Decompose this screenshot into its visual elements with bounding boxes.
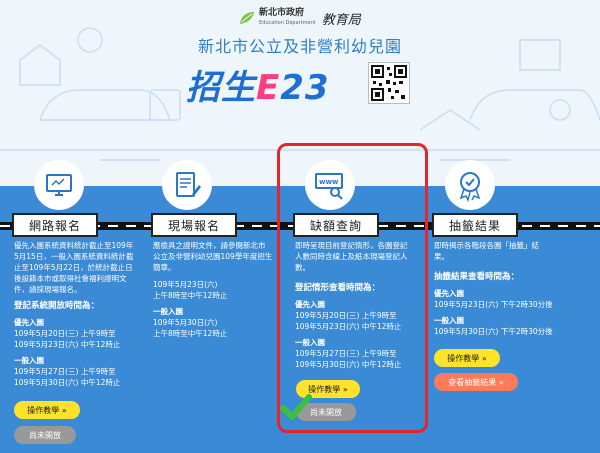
step-4-circle	[445, 160, 495, 210]
schedule-line: 109年5月23日(六) 中午12時止	[295, 322, 402, 331]
desc-line: 人數同時含線上及紙本現場登記人	[295, 252, 408, 261]
step-1-content: 優先入園系統資料統計截止至109年 5月15日，一般入園系統資料統計截 止至10…	[14, 240, 144, 388]
tutorial-button-lottery[interactable]: 操作教學 »	[434, 349, 500, 367]
step-3-content: 即時呈現目前登記情形，各園登記 人數同時含線上及紙本現場登記人 數。 登記情形查…	[295, 240, 423, 370]
decorative-line-art	[0, 27, 600, 161]
group-name: 優先入園	[434, 289, 464, 298]
schedule-line: 109年5月30日(六) 下午2時30分後	[434, 327, 553, 336]
schedule-line: 109年5月30日(六) 中午12時止	[14, 378, 121, 387]
desc-line: 應檢具之證明文件，請參閱新北市	[153, 241, 266, 250]
schedule-title: 抽籤結果查看時間為：	[434, 272, 520, 282]
desc-line: 即時揭示各階段各園「抽籤」結	[434, 241, 539, 250]
tab-lottery-result[interactable]: 抽籤結果	[432, 213, 518, 237]
checkmark-icon	[280, 394, 312, 420]
schedule-line: 109年5月23日(六)	[153, 280, 218, 289]
tutorial-button-online[interactable]: 操作教學 »	[14, 401, 80, 419]
tutorial-button-vacancy[interactable]: 操作教學 »	[296, 380, 360, 398]
bureau-name: 教育局	[321, 12, 361, 28]
schedule-line: 109年5月30日(六)	[153, 318, 218, 327]
page-subtitle: 新北市公立及非營利幼兒園	[197, 37, 402, 56]
header-area: 新北市政府 Education Department 教育局 新北市公立及非營利…	[0, 0, 600, 186]
step-3-circle: www	[305, 160, 355, 210]
desc-line: 後設籍本市或取得社會福利證明文	[14, 274, 127, 283]
desc-line: 件，請採現場報名。	[14, 285, 82, 294]
gov-name: 新北市政府 Education Department	[259, 8, 316, 26]
schedule-line: 109年5月20日(三) 上午9時至	[295, 311, 397, 320]
tab-online-registration[interactable]: 網路報名	[12, 213, 98, 237]
group-name: 優先入園	[14, 318, 44, 327]
group-name: 一般入園	[14, 356, 44, 365]
desc-line: 即時呈現目前登記情形，各園登記	[295, 241, 408, 250]
qr-code	[368, 62, 410, 104]
desc-line: 數。	[295, 263, 310, 272]
document-pen-icon	[176, 172, 201, 197]
schedule-line: 109年5月23日(六) 中午12時止	[14, 340, 121, 349]
schedule-line: 109年5月27日(三) 上午9時至	[295, 349, 397, 358]
schedule-line: 上午8時至中午12時止	[153, 329, 228, 338]
desc-line: 果。	[434, 252, 449, 261]
award-badge-icon	[459, 172, 481, 202]
group-name: 一般入園	[153, 307, 183, 316]
not-open-button-online[interactable]: 尚未開放	[14, 426, 76, 444]
schedule-title: 登記系統開放時間為：	[14, 301, 100, 311]
schedule-title: 登記情形查看時間為：	[295, 283, 381, 293]
desc-line: 簡章。	[153, 263, 176, 272]
view-lottery-result-button[interactable]: 查看抽籤結果 »	[434, 373, 518, 391]
tab-onsite-registration[interactable]: 現場報名	[151, 213, 237, 237]
schedule-line: 上午8時至中午12時止	[153, 291, 228, 300]
step-1-circle	[34, 160, 84, 210]
group-name: 優先入園	[295, 300, 325, 309]
highlight-box	[277, 143, 428, 433]
step-2-circle	[162, 160, 212, 210]
leaf-logo-icon	[240, 12, 254, 24]
svg-text:www: www	[319, 178, 339, 186]
step-2-content: 應檢具之證明文件，請參閱新北市 公立及非營利幼兒園109學年度招生 簡章。 10…	[153, 240, 283, 339]
desc-line: 止至109年5月22日，於統計截止日	[14, 263, 133, 272]
desc-line: 5月15日，一般入園系統資料統計截	[14, 252, 134, 261]
schedule-line: 109年5月27日(三) 上午9時至	[14, 367, 116, 376]
schedule-line: 109年5月20日(三) 上午9時至	[14, 329, 116, 338]
tab-vacancy-query[interactable]: 缺額查詢	[293, 213, 379, 237]
schedule-line: 109年5月30日(六) 中午12時止	[295, 360, 402, 369]
step-4-content: 即時揭示各階段各園「抽籤」結 果。 抽籤結果查看時間為： 優先入園 109年5月…	[434, 240, 594, 337]
group-name: 一般入園	[295, 338, 325, 347]
desc-line: 優先入園系統資料統計截止至109年	[14, 241, 134, 250]
group-name: 一般入園	[434, 316, 464, 325]
desc-line: 公立及非營利幼兒園109學年度招生	[153, 252, 273, 261]
qr-code-icon	[371, 65, 407, 101]
monitor-icon	[46, 174, 72, 196]
gov-logo: 新北市政府 Education Department 教育局	[238, 8, 361, 28]
web-search-icon: www	[315, 173, 343, 200]
schedule-line: 109年5月23日(六) 下午2時30分後	[434, 300, 553, 309]
page-title: 招生E23	[186, 68, 330, 108]
not-open-button-vacancy[interactable]: 尚未開放	[296, 403, 356, 421]
